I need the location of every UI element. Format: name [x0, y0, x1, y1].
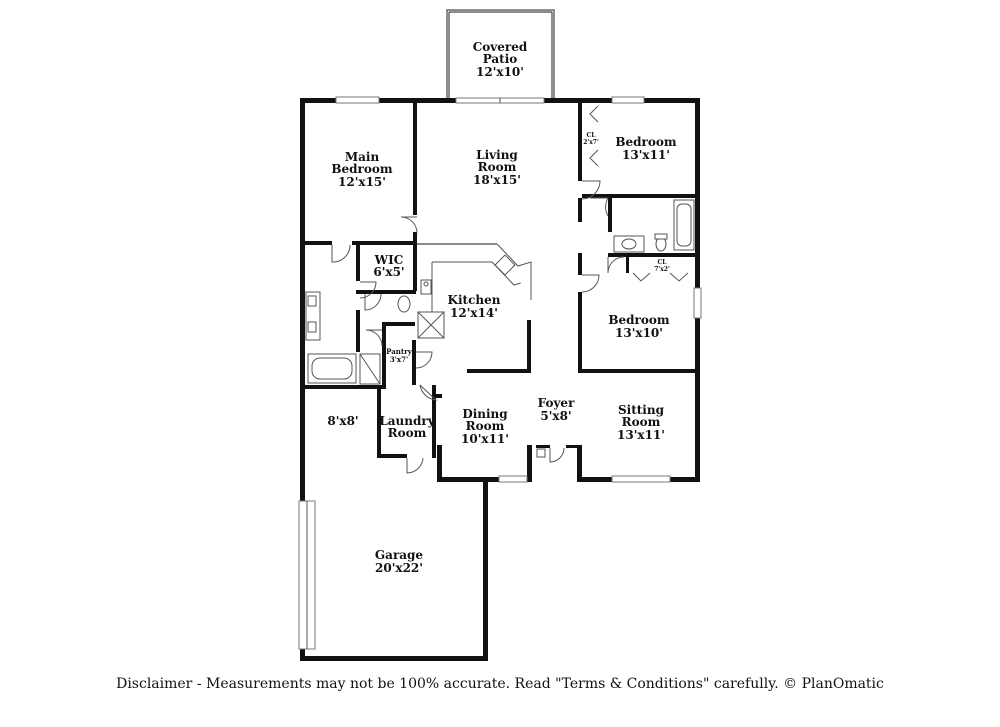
laundry-name-1: Laundry — [379, 414, 435, 428]
dining-name-1: Dining — [462, 407, 508, 421]
living-room-name-2: Room — [478, 160, 517, 174]
pantry-dims: 3'x7' — [390, 355, 408, 364]
interior-walls — [305, 103, 700, 458]
windows — [298, 96, 702, 650]
storage-dims: 8'x8' — [327, 414, 358, 428]
foyer-name: Foyer — [538, 396, 575, 410]
kitchen-dims: 12'x14' — [450, 306, 498, 320]
living-room-dims: 18'x15' — [473, 173, 521, 187]
patio-dims: 12'x10' — [476, 65, 524, 79]
foyer-dims: 5'x8' — [540, 409, 571, 423]
main-bedroom-dims: 12'x15' — [338, 175, 386, 189]
wic-name: WIC — [374, 253, 404, 267]
bedroom-mid-dims: 13'x10' — [615, 326, 663, 340]
garage-dims: 20'x22' — [375, 561, 423, 575]
closet-top-dims: 2'x7' — [583, 139, 599, 146]
living-room-name-1: Living — [476, 148, 518, 162]
main-bedroom-name-1: Main — [345, 150, 380, 164]
patio-name-2: Patio — [483, 52, 518, 66]
doors — [331, 105, 689, 474]
closet-mid-dims: 7'x2' — [654, 266, 670, 273]
dining-name-2: Room — [466, 419, 505, 433]
sitting-room-name-1: Sitting — [618, 403, 665, 417]
bedroom-top-dims: 13'x11' — [622, 148, 670, 162]
sitting-room-dims: 13'x11' — [617, 428, 665, 442]
closet-top-name: CL — [587, 132, 597, 139]
sitting-room-name-2: Room — [622, 415, 661, 429]
kitchen-fixtures — [417, 243, 532, 339]
room-labels: Covered Patio 12'x10' Main Bedroom 12'x1… — [327, 40, 676, 575]
bathroom-fixtures — [305, 199, 695, 385]
bedroom-top-name: Bedroom — [615, 135, 676, 149]
garage-name: Garage — [375, 548, 424, 562]
bedroom-mid-name: Bedroom — [608, 313, 669, 327]
pantry-name: Pantry — [386, 347, 413, 356]
disclaimer-text: Disclaimer - Measurements may not be 100… — [116, 676, 884, 692]
dining-dims: 10'x11' — [461, 432, 509, 446]
laundry-name-2: Room — [388, 426, 427, 440]
patio-name-1: Covered — [473, 40, 528, 54]
closet-mid-name: CL — [658, 259, 668, 266]
main-bedroom-name-2: Bedroom — [331, 162, 392, 176]
wic-dims: 6'x5' — [373, 265, 404, 279]
kitchen-name: Kitchen — [448, 293, 501, 307]
